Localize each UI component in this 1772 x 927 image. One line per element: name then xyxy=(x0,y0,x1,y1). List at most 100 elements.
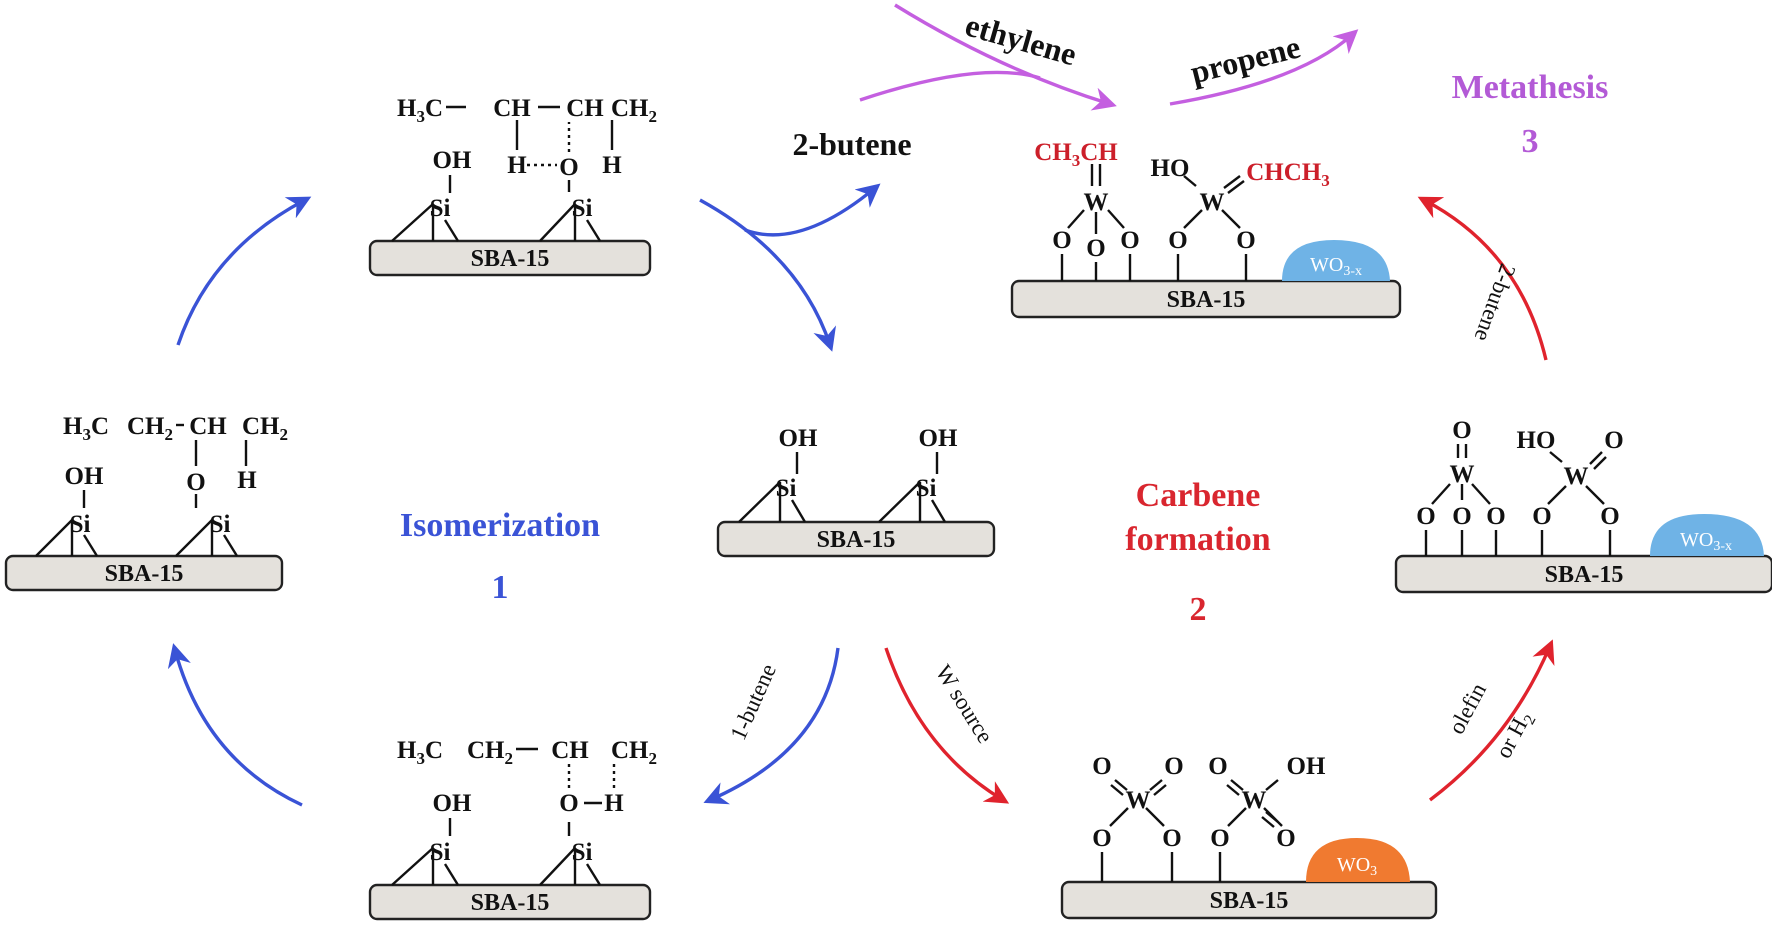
carbene-number: 2 xyxy=(1190,591,1207,628)
propene-label: propene xyxy=(1187,28,1304,90)
arrow-top-to-center xyxy=(699,198,837,352)
svg-text:H3C: H3C xyxy=(63,413,109,444)
svg-text:O: O xyxy=(1452,417,1471,444)
2-butene-rotated-label: 2-butene xyxy=(1470,260,1521,344)
svg-text:CH2: CH2 xyxy=(467,737,513,768)
svg-text:Si: Si xyxy=(70,511,91,538)
1-butene-label: 1-butene xyxy=(725,660,781,744)
svg-text:CHCH3: CHCH3 xyxy=(1246,159,1330,190)
svg-text:H: H xyxy=(507,152,527,179)
isomerization-number: 1 xyxy=(492,569,509,606)
svg-text:OH: OH xyxy=(65,463,104,490)
arrow-to-metathesis xyxy=(1417,196,1548,361)
svg-text:CH2: CH2 xyxy=(242,413,288,444)
arrow-release-2-butene xyxy=(744,183,881,237)
svg-text:O: O xyxy=(1604,427,1623,454)
svg-text:O: O xyxy=(1236,227,1255,254)
svg-text:SBA-15: SBA-15 xyxy=(1545,562,1624,588)
svg-text:O: O xyxy=(1532,503,1551,530)
svg-text:O: O xyxy=(1208,753,1227,780)
svg-text:OH: OH xyxy=(433,147,472,174)
svg-text:SBA-15: SBA-15 xyxy=(471,246,550,272)
ethylene-label: ethylene xyxy=(961,6,1080,72)
svg-text:Si: Si xyxy=(430,839,451,866)
top-intermediate: SBA-15 Si Si OH O H H H3C CH CH CH2 xyxy=(368,95,657,277)
arrow-w-source xyxy=(884,647,1010,804)
carbene-title-line2: formation xyxy=(1125,521,1271,558)
wo3x-species: SBA-15 WO3-x O O O O O W O W HO O xyxy=(1394,417,1772,594)
svg-text:H: H xyxy=(237,467,257,494)
w-source-label: W source xyxy=(931,660,998,747)
svg-text:WO3: WO3 xyxy=(1337,854,1377,879)
svg-text:Si: Si xyxy=(572,195,593,222)
svg-text:O: O xyxy=(559,154,578,181)
svg-text:O: O xyxy=(1164,753,1183,780)
svg-text:SBA-15: SBA-15 xyxy=(1167,287,1246,313)
svg-text:O: O xyxy=(1276,825,1295,852)
wo3x-blob xyxy=(1650,514,1764,556)
svg-text:O: O xyxy=(1600,503,1619,530)
svg-text:O: O xyxy=(1168,227,1187,254)
svg-text:Si: Si xyxy=(776,475,797,502)
arrow-ethylene-in xyxy=(894,3,1117,111)
olefin-label: olefin xyxy=(1444,678,1491,738)
svg-text:O: O xyxy=(1162,825,1181,852)
metathesis-number: 3 xyxy=(1522,123,1539,160)
carbene-title-line1: Carbene xyxy=(1136,477,1261,514)
arrow-center-to-bottom xyxy=(703,647,840,805)
svg-text:O: O xyxy=(1210,825,1229,852)
svg-text:Si: Si xyxy=(210,511,231,538)
metathesis-title: Metathesis xyxy=(1452,69,1609,106)
svg-text:OH: OH xyxy=(433,790,472,817)
svg-text:CH3CH: CH3CH xyxy=(1034,139,1118,170)
svg-text:O: O xyxy=(186,469,205,496)
wo3-species: SBA-15 WO3 O O O O W O O W O OH xyxy=(1060,753,1438,920)
svg-text:OH: OH xyxy=(919,425,958,452)
svg-text:SBA-15: SBA-15 xyxy=(1210,888,1289,914)
center-silanol-support: SBA-15 Si Si OH OH xyxy=(716,425,996,558)
svg-text:H3C: H3C xyxy=(397,737,443,768)
wo3x-blob-top xyxy=(1282,240,1390,281)
svg-text:HO: HO xyxy=(1517,427,1556,454)
svg-text:W: W xyxy=(1200,189,1225,216)
svg-text:CH2: CH2 xyxy=(611,95,657,126)
svg-text:CH: CH xyxy=(551,737,589,764)
arrow-left-to-top xyxy=(176,196,312,346)
svg-text:CH: CH xyxy=(493,95,531,122)
svg-text:O: O xyxy=(1416,503,1435,530)
svg-text:O: O xyxy=(559,790,578,817)
svg-text:W: W xyxy=(1242,787,1267,814)
bottom-intermediate: SBA-15 Si Si OH O H H3C CH2 CH CH2 xyxy=(368,737,657,921)
svg-text:Si: Si xyxy=(572,839,593,866)
support-label: SBA-15 xyxy=(817,527,896,553)
arrow-reduction xyxy=(1428,639,1555,802)
svg-text:OH: OH xyxy=(1287,753,1326,780)
svg-text:CH: CH xyxy=(189,413,227,440)
arrow-propene-out xyxy=(1169,29,1359,106)
svg-text:H3C: H3C xyxy=(397,95,443,126)
svg-text:Si: Si xyxy=(916,475,937,502)
svg-text:CH: CH xyxy=(566,95,604,122)
svg-text:CH2: CH2 xyxy=(611,737,657,768)
svg-text:WO3-x: WO3-x xyxy=(1310,254,1362,279)
svg-text:W: W xyxy=(1450,461,1475,488)
svg-text:W: W xyxy=(1126,787,1151,814)
isomerization-title: Isomerization xyxy=(400,507,600,544)
svg-text:O: O xyxy=(1092,753,1111,780)
svg-text:W: W xyxy=(1084,189,1109,216)
svg-text:O: O xyxy=(1086,235,1105,262)
svg-text:O: O xyxy=(1052,227,1071,254)
svg-text:WO3-x: WO3-x xyxy=(1680,529,1732,554)
arrow-butene-in xyxy=(859,70,1041,102)
svg-text:H: H xyxy=(602,152,622,179)
svg-text:H: H xyxy=(604,790,624,817)
svg-text:Si: Si xyxy=(430,195,451,222)
svg-text:O: O xyxy=(1092,825,1111,852)
svg-text:SBA-15: SBA-15 xyxy=(105,561,184,587)
svg-text:O: O xyxy=(1486,503,1505,530)
svg-text:CH2: CH2 xyxy=(127,413,173,444)
svg-text:SBA-15: SBA-15 xyxy=(471,890,550,916)
left-intermediate: SBA-15 Si Si OH O H H3C CH2 CH CH2 xyxy=(4,413,288,592)
2-butene-label: 2-butene xyxy=(792,126,911,162)
